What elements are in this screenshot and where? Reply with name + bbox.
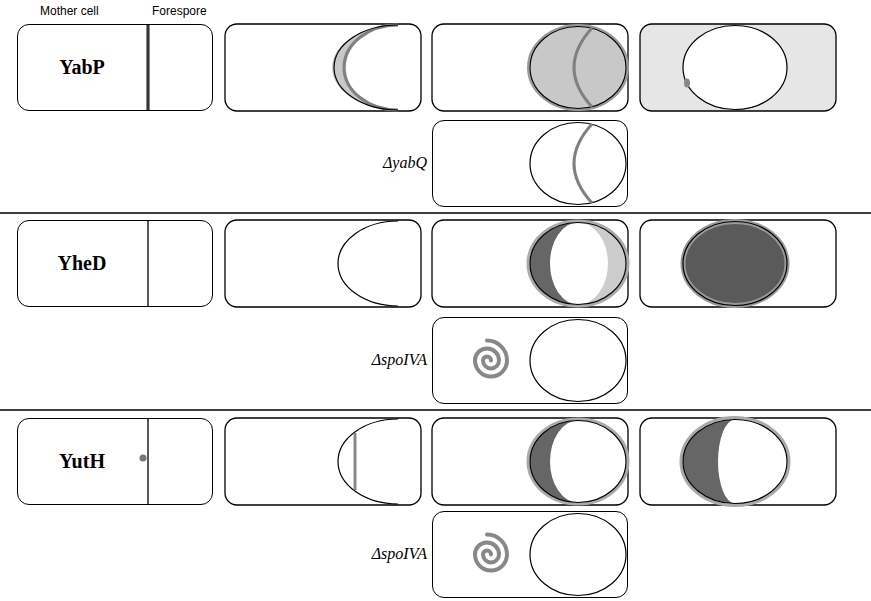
forespore-shape [683, 26, 787, 110]
forespore-shape [528, 221, 628, 306]
protein-dot [140, 455, 147, 462]
forespore-shape [683, 222, 787, 306]
region-label: Forespore [152, 4, 207, 18]
forespore-shape [528, 419, 628, 504]
mutant-label: ΔspoIVA [372, 351, 427, 369]
cell-outlines [225, 24, 836, 505]
forespore-shape [530, 27, 626, 109]
protein-name: YabP [59, 56, 105, 79]
membrane-path [338, 221, 398, 306]
forespore-shape [683, 420, 787, 504]
membrane-path [475, 535, 507, 571]
cell-outline [640, 418, 836, 505]
membrane-path [683, 420, 735, 504]
engulfing-forespores [332, 25, 398, 504]
septum-line [147, 418, 148, 505]
membrane-path [332, 25, 398, 110]
membrane-path [338, 419, 398, 504]
membrane-path [334, 25, 398, 110]
forespore-shape [530, 123, 626, 205]
membrane-path [574, 28, 592, 107]
cell-outline [225, 418, 421, 505]
cell-outline [432, 220, 628, 307]
protein-name: YheD [58, 252, 107, 275]
forespore-shape [530, 223, 626, 305]
mutant-label: ΔyabQ [383, 154, 427, 172]
membrane-path [530, 223, 578, 305]
cell-outline [225, 220, 421, 307]
forespore-shape [683, 222, 787, 306]
cell-outline [640, 24, 836, 111]
membrane-path [530, 421, 578, 503]
cell-outline [225, 24, 421, 111]
mature-forespores [681, 26, 789, 506]
cell-box: YabP [17, 24, 213, 111]
forespore-shape [528, 25, 628, 110]
mutant-cell-box: ΔspoIVA [432, 511, 628, 598]
cell-box: YutH [17, 418, 213, 505]
cell-box: YheD [17, 220, 213, 307]
mutant-label: ΔspoIVA [372, 545, 427, 563]
cell-outline [640, 220, 836, 307]
region-label: Mother cell [40, 4, 99, 18]
mutant-cell-box: ΔyabQ [432, 120, 628, 207]
cell-outline [432, 24, 628, 111]
membrane-path [578, 223, 626, 305]
forespore-shape [681, 418, 789, 506]
engulfed-forespores [528, 25, 628, 504]
cell-outline [432, 418, 628, 505]
septum-line [146, 24, 150, 111]
septum-line [147, 220, 148, 307]
septa [140, 24, 149, 505]
protein-name: YutH [59, 450, 105, 473]
septum-line [147, 24, 148, 111]
septum-line [354, 433, 357, 490]
mutant-cell-box: ΔspoIVA [432, 317, 628, 404]
separator-lines [0, 213, 871, 410]
forespore-shape [530, 320, 626, 402]
forespore-shape [684, 79, 690, 88]
membrane-path [574, 124, 592, 203]
septum-line [0, 409, 871, 411]
membrane-path [475, 341, 507, 377]
forespore-shape [530, 514, 626, 596]
mutant-contents [475, 123, 626, 596]
septum-line [0, 212, 871, 214]
forespore-shape [530, 421, 626, 503]
